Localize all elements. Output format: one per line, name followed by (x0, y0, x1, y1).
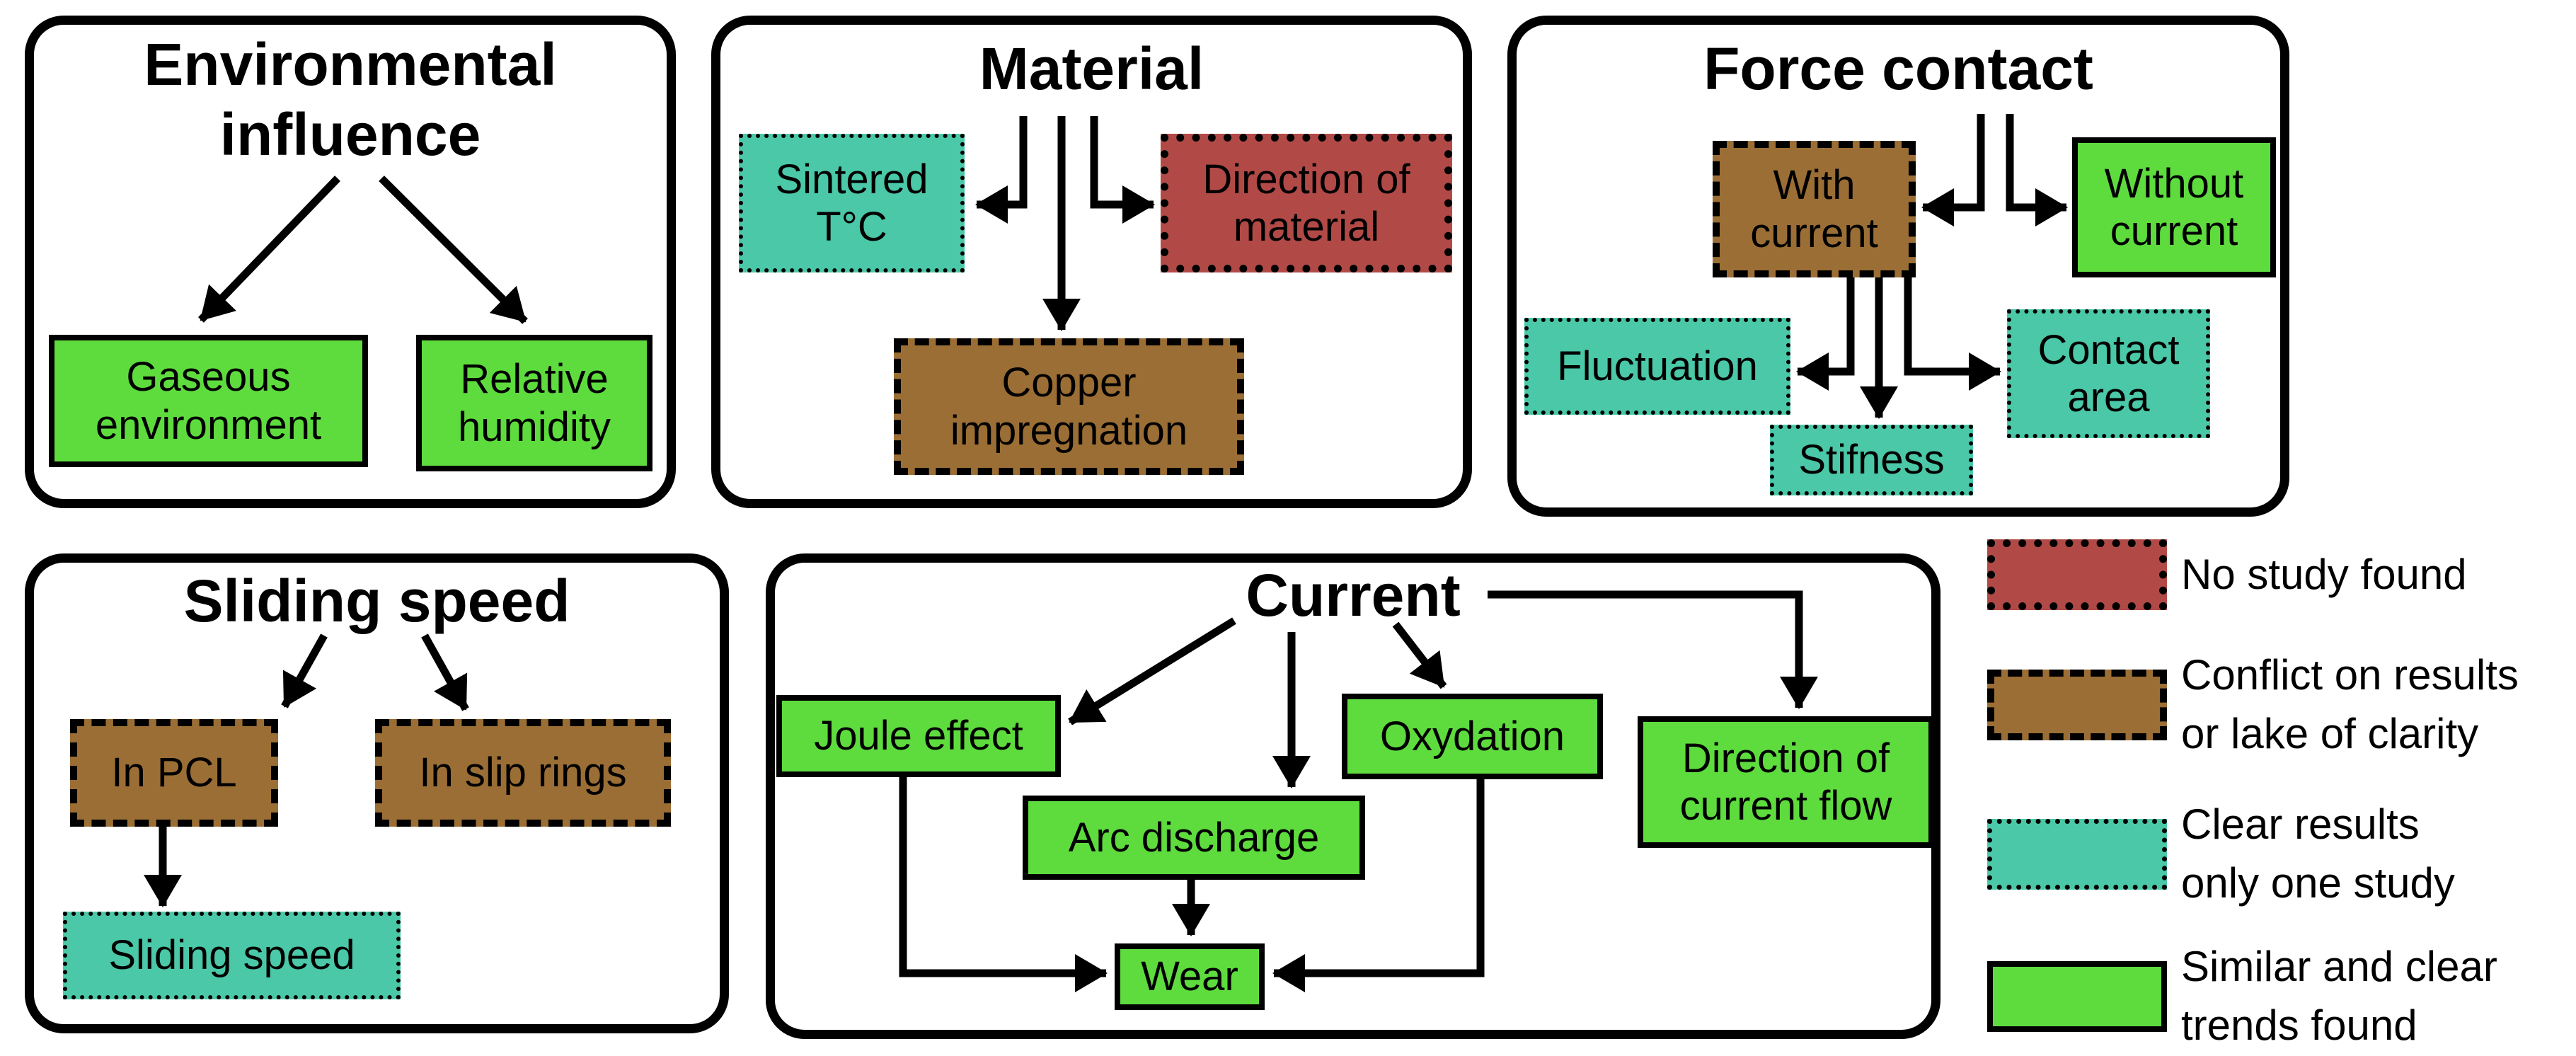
node-direction-of-current-flow: Direction of current flow (1638, 716, 1934, 848)
legend-label-similar-trends: Similar and clear trends found (2181, 943, 2576, 1049)
node-joule-effect-label: Joule effect (814, 713, 1023, 759)
node-wear-label: Wear (1141, 953, 1238, 1000)
legend-swatch-clear-one-study (1987, 819, 2167, 890)
legend-line: trends found (2181, 1002, 2417, 1049)
node-fluctuation: Fluctuation (1524, 318, 1790, 415)
legend-swatch-conflict (1987, 670, 2167, 740)
node-with-current: With current (1713, 141, 1916, 277)
node-wear: Wear (1115, 943, 1265, 1010)
node-sliding-speed: Sliding speed (63, 912, 401, 999)
legend-line: No study found (2181, 550, 2467, 598)
node-sintered-tc: Sintered T°C (739, 134, 965, 272)
node-gaseous-environment: Gaseous environment (49, 335, 368, 467)
node-copper-impregnation: Copper impregnation (894, 338, 1244, 475)
node-in-pcl: In PCL (70, 719, 278, 827)
node-relative-humidity-label: Relative humidity (458, 356, 611, 450)
node-without-current-label: Without current (2104, 160, 2244, 254)
legend-swatch-similar-trends (1987, 961, 2167, 1032)
node-direction-of-material-label: Direction of material (1202, 156, 1410, 250)
title-material: Material (979, 35, 1204, 102)
node-joule-effect: Joule effect (776, 695, 1061, 777)
node-contact-area-label: Contact area (2037, 326, 2180, 420)
legend-label-no-study: No study found (2181, 539, 2576, 610)
node-arc-discharge: Arc discharge (1023, 796, 1365, 880)
node-direction-of-current-flow-label: Direction of current flow (1679, 735, 1892, 829)
title-force-contact: Force contact (1703, 35, 2093, 102)
node-oxydation-label: Oxydation (1379, 713, 1565, 759)
node-copper-impregnation-label: Copper impregnation (950, 360, 1188, 454)
legend-line: or lake of clarity (2181, 710, 2479, 757)
node-sliding-speed-label: Sliding speed (108, 932, 355, 979)
legend-line: Clear results (2181, 800, 2420, 849)
legend-label-conflict: Conflict on results or lake of clarity (2181, 651, 2576, 757)
title-environmental-influence: Environmental influence (144, 31, 557, 168)
title-sliding-speed: Sliding speed (183, 568, 570, 634)
node-with-current-label: With current (1750, 162, 1878, 256)
node-in-slip-rings-label: In slip rings (419, 750, 627, 796)
node-sintered-tc-label: Sintered T°C (775, 156, 928, 250)
legend-line: only one study (2181, 859, 2455, 907)
legend-swatch-no-study (1987, 539, 2167, 610)
node-relative-humidity: Relative humidity (416, 335, 652, 471)
title-current: Current (1246, 562, 1461, 629)
legend-line: Similar and clear (2181, 943, 2497, 991)
node-without-current: Without current (2072, 137, 2276, 277)
node-oxydation: Oxydation (1342, 694, 1603, 779)
node-stifness: Stifness (1770, 425, 1973, 495)
node-arc-discharge-label: Arc discharge (1068, 814, 1320, 861)
legend-label-clear-one-study: Clear results only one study (2181, 800, 2576, 907)
node-in-pcl-label: In PCL (111, 750, 237, 796)
node-in-slip-rings: In slip rings (375, 719, 671, 827)
node-fluctuation-label: Fluctuation (1557, 343, 1758, 389)
node-direction-of-material: Direction of material (1161, 134, 1452, 272)
node-contact-area: Contact area (2007, 309, 2210, 438)
node-gaseous-environment-label: Gaseous environment (95, 354, 322, 448)
node-stifness-label: Stifness (1798, 437, 1945, 483)
legend-line: Conflict on results (2181, 651, 2519, 699)
